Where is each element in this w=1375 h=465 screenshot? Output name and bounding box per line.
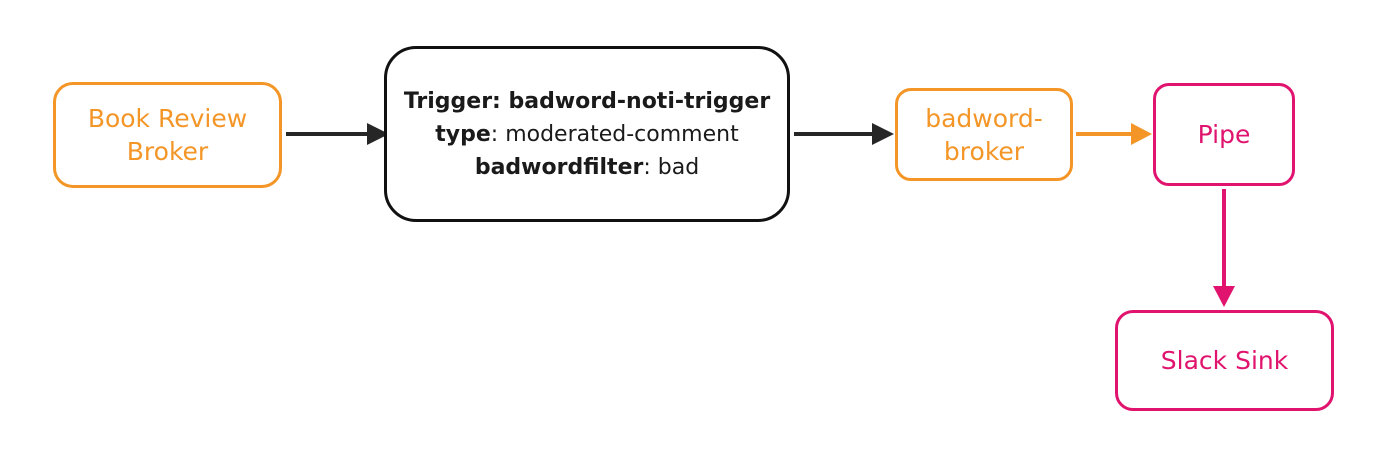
node-trigger-badword-noti-trigger: Trigger: badword-noti-trigger type: mode… xyxy=(384,46,790,222)
node-badword-broker-label: badword-broker xyxy=(925,103,1043,166)
node-pipe-label: Pipe xyxy=(1197,120,1251,149)
trigger-filter-line: badwordfilter: bad xyxy=(474,154,700,180)
edge-broker-to-trigger xyxy=(286,123,389,145)
trigger-name-line: Trigger: badword-noti-trigger xyxy=(403,88,771,114)
node-slack-sink-label: Slack Sink xyxy=(1160,346,1289,375)
node-badword-broker: badword-broker xyxy=(895,88,1073,181)
node-pipe: Pipe xyxy=(1153,83,1295,186)
node-book-review-broker-label: Book Review Broker xyxy=(87,104,248,166)
edge-trigger-to-badword-broker xyxy=(794,123,894,145)
node-slack-sink: Slack Sink xyxy=(1115,310,1334,411)
edge-badword-broker-to-pipe xyxy=(1076,123,1152,145)
edge-pipe-to-slack-sink xyxy=(1213,189,1235,307)
node-book-review-broker: Book Review Broker xyxy=(53,82,282,188)
trigger-type-line: type: moderated-comment xyxy=(435,121,739,147)
